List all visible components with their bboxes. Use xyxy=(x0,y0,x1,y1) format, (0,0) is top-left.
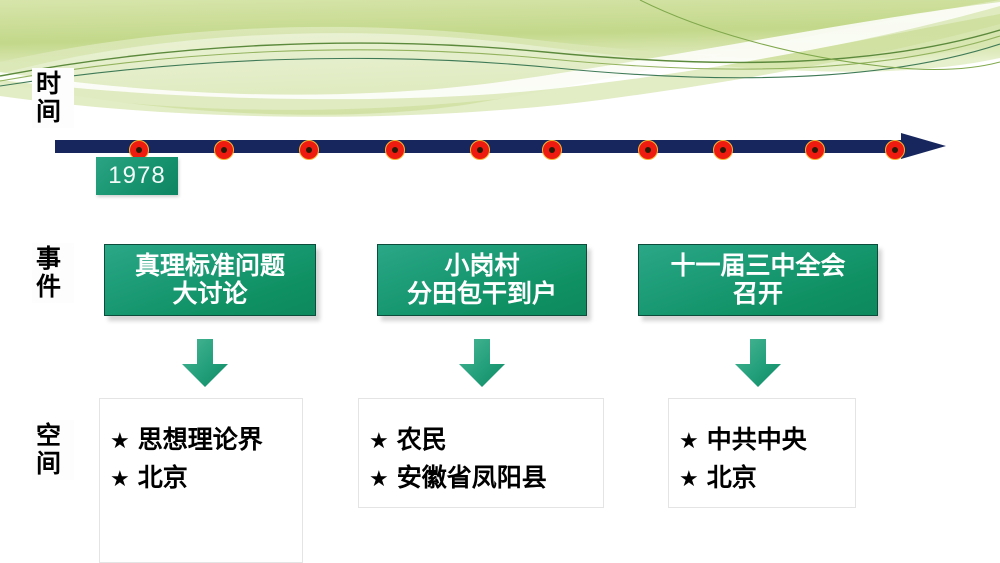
event-box[interactable]: 十一届三中全会 召开 xyxy=(638,244,878,316)
event-line: 真理标准问题 xyxy=(134,251,285,280)
detail-item-label: 中共中央 xyxy=(706,426,807,454)
event-line: 小岗村 xyxy=(444,251,520,280)
timeline-year-label: 1978 xyxy=(96,157,178,195)
timeline-node[interactable] xyxy=(299,140,319,160)
detail-box: ★ 中共中央 ★ 北京 xyxy=(668,398,856,508)
detail-item-label: 农民 xyxy=(396,426,447,454)
timeline-node[interactable] xyxy=(805,140,825,160)
detail-item: ★ 思想理论界 xyxy=(110,421,296,459)
detail-item: ★ 中共中央 xyxy=(679,421,849,459)
timeline-node[interactable] xyxy=(638,140,658,160)
timeline-node[interactable] xyxy=(214,140,234,160)
detail-box: ★ 思想理论界 ★ 北京 xyxy=(99,398,303,563)
star-icon: ★ xyxy=(679,428,699,453)
detail-item-label: 思想理论界 xyxy=(137,426,263,454)
star-icon: ★ xyxy=(110,428,130,453)
event-box[interactable]: 真理标准问题 大讨论 xyxy=(104,244,316,316)
timeline-node[interactable] xyxy=(713,140,733,160)
detail-item-label: 安徽省凤阳县 xyxy=(396,464,547,492)
star-icon: ★ xyxy=(110,466,130,491)
star-icon: ★ xyxy=(679,466,699,491)
star-icon: ★ xyxy=(369,428,389,453)
detail-item-label: 北京 xyxy=(137,464,188,492)
timeline-node[interactable] xyxy=(470,140,490,160)
event-line: 召开 xyxy=(732,280,783,308)
timeline-node[interactable] xyxy=(385,140,405,160)
down-arrow-icon xyxy=(182,339,228,387)
down-arrow-icon xyxy=(459,339,505,387)
detail-item: ★ 农民 xyxy=(369,421,597,459)
event-line: 分田包干到户 xyxy=(406,280,557,308)
event-line: 十一届三中全会 xyxy=(670,251,846,280)
event-line: 大讨论 xyxy=(172,280,248,308)
row-label-time: 时间 xyxy=(32,68,74,128)
timeline xyxy=(0,110,1000,180)
detail-item-label: 北京 xyxy=(706,464,757,492)
row-label-event: 事件 xyxy=(32,243,74,303)
detail-item: ★ 北京 xyxy=(110,459,296,497)
down-arrow-icon xyxy=(735,339,781,387)
row-label-space: 空间 xyxy=(32,420,74,480)
event-box[interactable]: 小岗村 分田包干到户 xyxy=(377,244,587,316)
detail-item: ★ 安徽省凤阳县 xyxy=(369,459,597,497)
green-wave-banner xyxy=(0,0,1000,117)
detail-box: ★ 农民 ★ 安徽省凤阳县 xyxy=(358,398,604,508)
timeline-node[interactable] xyxy=(885,140,905,160)
detail-item: ★ 北京 xyxy=(679,459,849,497)
timeline-node[interactable] xyxy=(542,140,562,160)
timeline-arrow-icon xyxy=(901,133,946,159)
star-icon: ★ xyxy=(369,466,389,491)
